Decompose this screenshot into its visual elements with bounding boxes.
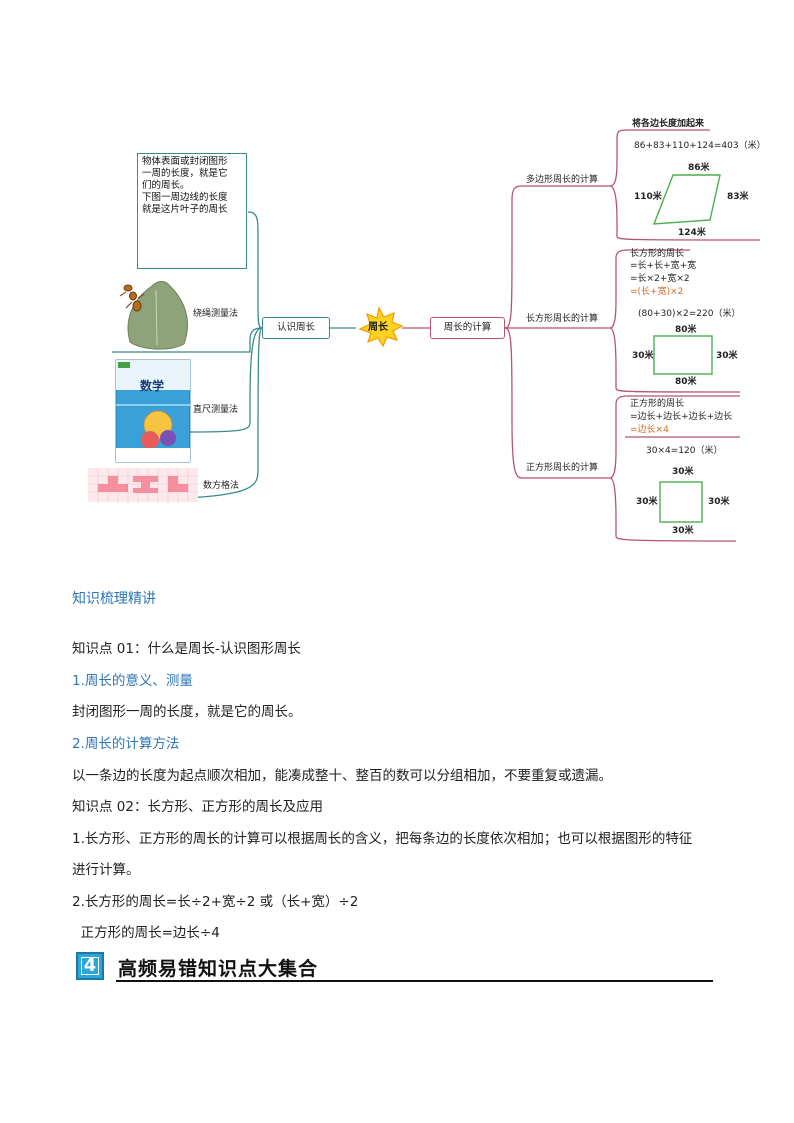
method-ruler: 直尺测量法 xyxy=(193,405,239,415)
note-line: 正方形的周长=边长÷4 xyxy=(72,925,220,941)
note-line: 以一条边的长度为起点顺次相加，能凑成整十、整百的数可以分组相加，不要重复或遗漏。 xyxy=(72,768,612,784)
method-rope: 绕绳测量法 xyxy=(193,309,239,319)
method-grid: 数方格法 xyxy=(203,481,240,491)
polygon-branch-label: 多边形周长的计算 xyxy=(526,175,599,185)
rectangle-side-right: 30米 xyxy=(716,351,738,361)
polygon-side-left: 110米 xyxy=(634,192,662,202)
square-side-top: 30米 xyxy=(672,467,694,477)
rectangle-rule-line: =长×2+宽×2 xyxy=(630,274,690,284)
polygon-side-bottom: 124米 xyxy=(678,228,706,238)
note-line: 2.长方形的周长=长÷2+宽÷2 或（长+宽）÷2 xyxy=(72,894,359,910)
grid-squares-image xyxy=(88,468,198,502)
rectangle-branch-label: 长方形周长的计算 xyxy=(526,314,599,324)
definition-note-box: 物体表面或封闭图形 一周的长度，就是它 们的周长。 下图一周边线的长度 就是这片… xyxy=(137,153,247,269)
polygon-formula: 86+83+110+124=403（米） xyxy=(634,141,766,151)
definition-note-line: 下图一周边线的长度 xyxy=(142,192,228,203)
square-rule-highlight: =边长×4 xyxy=(630,425,669,435)
trapezoid-shape xyxy=(652,174,721,225)
definition-note-line: 就是这片叶子的周长 xyxy=(142,204,228,215)
section-4-header: 4 高频易错知识点大集合 xyxy=(76,952,716,986)
rectangle-side-left: 30米 xyxy=(632,351,654,361)
square-rule-line: 正方形的周长 xyxy=(630,399,685,409)
section-heading: 知识梳理精讲 xyxy=(72,591,156,607)
center-star xyxy=(358,306,404,348)
rectangle-rule-line: 长方形的周长 xyxy=(630,249,685,259)
square-side-right: 30米 xyxy=(708,497,730,507)
rectangle-side-bottom: 80米 xyxy=(675,377,697,387)
square-rule-line: =边长+边长+边长+边长 xyxy=(630,412,733,422)
center-node-label: 周长 xyxy=(368,322,388,333)
note-line: 进行计算。 xyxy=(72,862,140,878)
note-line: 1.长方形、正方形的周长的计算可以根据周长的含义，把每条边的长度依次相加；也可以… xyxy=(72,831,693,847)
node-understand-perimeter: 认识周长 xyxy=(262,317,330,339)
note-subheading: 2.周长的计算方法 xyxy=(72,736,180,752)
rectangle-side-top: 80米 xyxy=(675,325,697,335)
square-side-left: 30米 xyxy=(636,497,658,507)
rectangle-rule-highlight: =(长+宽)×2 xyxy=(630,287,684,297)
mind-map-connectors xyxy=(88,129,761,542)
rectangle-rule-line: =长+长+宽+宽 xyxy=(630,261,697,271)
definition-note-line: 物体表面或封闭图形 xyxy=(142,156,228,167)
square-shape xyxy=(659,481,703,523)
book-title: 数学 xyxy=(140,379,165,393)
note-line: 知识点 02：长方形、正方形的周长及应用 xyxy=(72,799,323,815)
square-formula: 30×4=120（米） xyxy=(646,446,723,456)
rectangle-shape xyxy=(653,335,713,375)
note-line: 知识点 01：什么是周长-认识图形周长 xyxy=(72,641,301,657)
polygon-side-right: 83米 xyxy=(727,192,749,202)
section-underline xyxy=(116,980,713,982)
square-side-bottom: 30米 xyxy=(672,526,694,536)
polygon-rule: 将各边长度加起来 xyxy=(632,119,705,129)
square-branch-label: 正方形周长的计算 xyxy=(526,463,599,473)
mind-map: 物体表面或封闭图形 一周的长度，就是它 们的周长。 下图一周边线的长度 就是这片… xyxy=(0,0,794,560)
section-title: 高频易错知识点大集合 xyxy=(118,958,319,980)
node-perimeter-calculation: 周长的计算 xyxy=(430,317,505,339)
polygon-side-top: 86米 xyxy=(688,163,710,173)
ant-icon xyxy=(119,284,145,312)
section-number-badge: 4 xyxy=(76,952,104,980)
leaf-image xyxy=(127,281,188,350)
rectangle-formula: (80+30)×2=220（米） xyxy=(638,309,741,319)
definition-note-line: 一周的长度，就是它 xyxy=(142,168,228,179)
note-line: 封闭图形一周的长度，就是它的周长。 xyxy=(72,704,302,720)
definition-note-line: 们的周长。 xyxy=(142,180,190,191)
note-subheading: 1.周长的意义、测量 xyxy=(72,673,193,689)
textbook-image xyxy=(115,359,191,463)
